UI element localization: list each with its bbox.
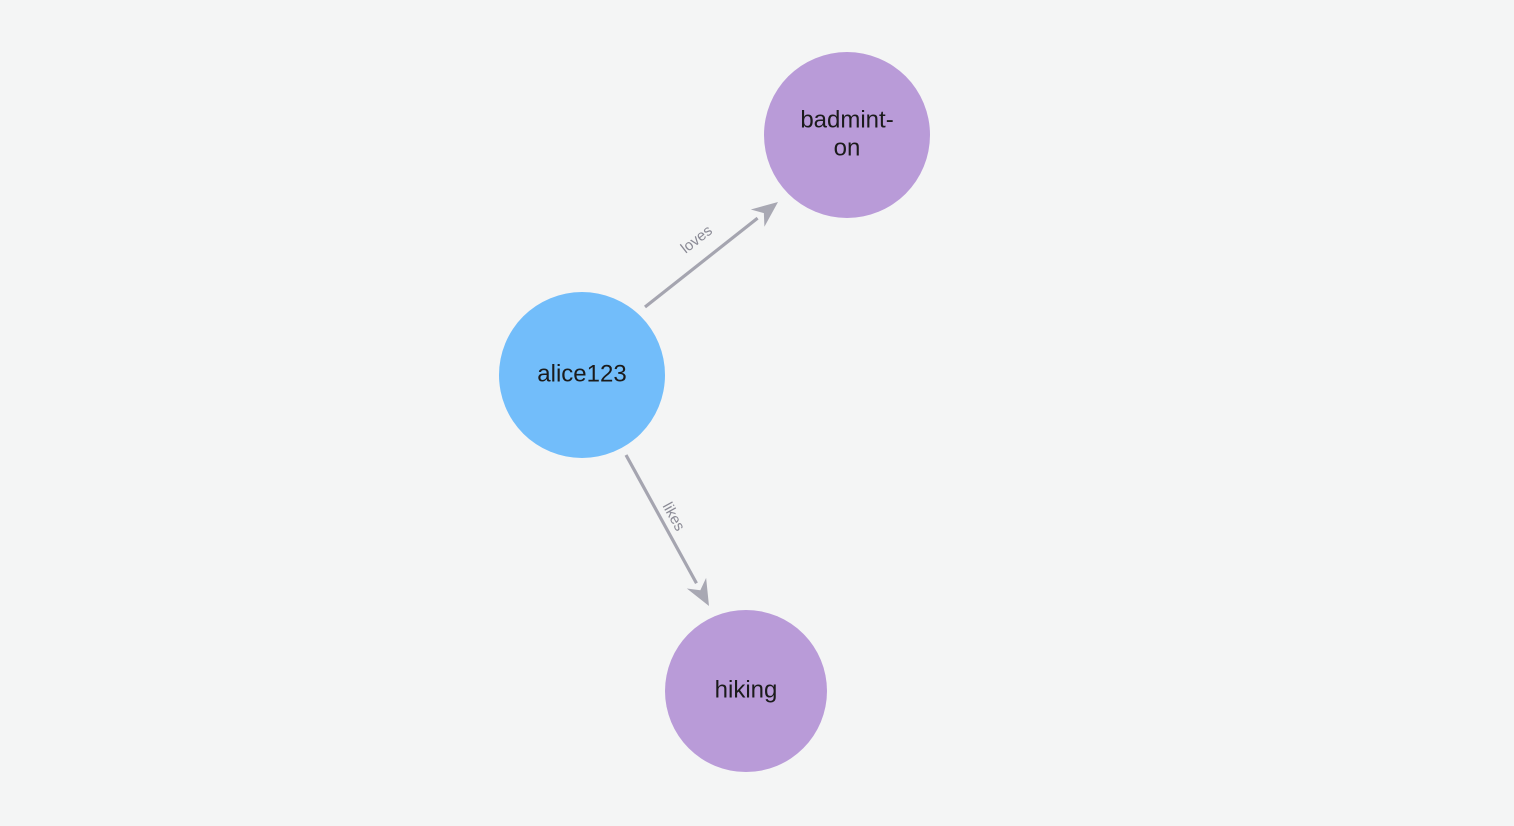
graph-node[interactable]: badmint-on [764, 52, 930, 218]
edge-label[interactable]: likes [659, 499, 688, 533]
edge-arrowhead-icon [750, 202, 778, 227]
edge-label[interactable]: loves [678, 222, 716, 257]
edge-arrowhead-icon [686, 577, 709, 606]
graph-node[interactable]: alice123 [499, 292, 665, 458]
edge-line [644, 216, 759, 309]
node-circle[interactable] [499, 292, 665, 458]
graph-node[interactable]: hiking [665, 610, 827, 772]
graph-edge[interactable]: likes [624, 454, 709, 606]
node-layer: alice123 badmint-on hiking [499, 52, 930, 772]
node-circle[interactable] [764, 52, 930, 218]
graph-edge[interactable]: loves [644, 202, 778, 309]
node-circle[interactable] [665, 610, 827, 772]
edge-line [624, 454, 698, 584]
